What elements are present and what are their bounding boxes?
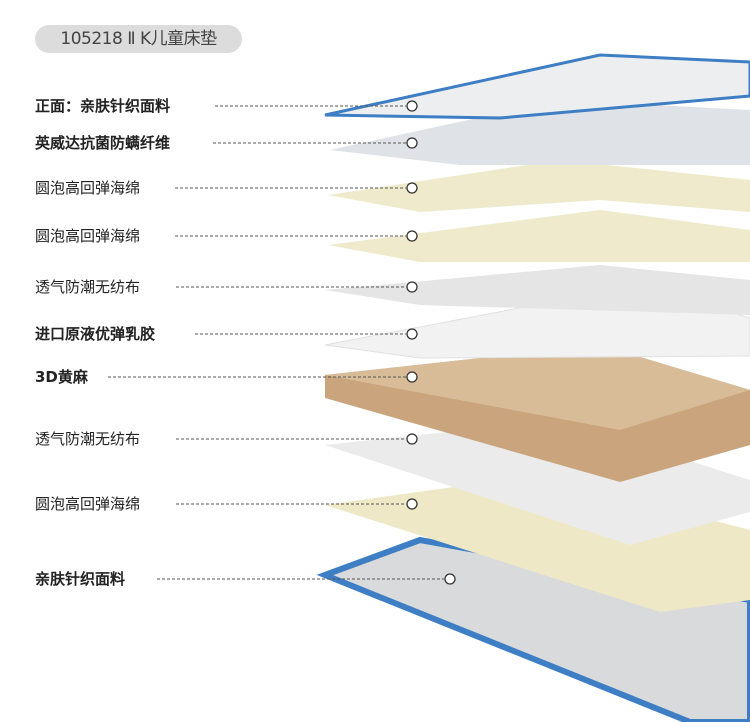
layer-jute-top xyxy=(325,345,750,430)
layer-label: 亲肤针织面料 xyxy=(35,570,126,588)
layer-label: 透气防潮无纺布 xyxy=(35,278,141,296)
leader-lines xyxy=(108,105,444,580)
layer-foam-2 xyxy=(328,210,750,262)
layer-label: 3D黄麻 xyxy=(35,368,88,386)
layer-label: 圆泡高回弹海绵 xyxy=(35,495,141,513)
layer-label: 正面：亲肤针织面料 xyxy=(35,97,171,115)
product-title-badge: 105218 Ⅱ K儿童床垫 xyxy=(35,25,242,53)
layer-label: 圆泡高回弹海绵 xyxy=(35,227,141,245)
layer-label: 英威达抗菌防螨纤维 xyxy=(35,134,171,152)
layer-top-fabric xyxy=(324,53,750,120)
layer-foam-1 xyxy=(328,160,750,212)
layer-label: 透气防潮无纺布 xyxy=(35,430,141,448)
marker-circles xyxy=(406,100,456,585)
layer-fiber xyxy=(330,100,750,165)
layer-label: 圆泡高回弹海绵 xyxy=(35,179,141,197)
layer-nonwoven-1 xyxy=(325,265,750,315)
layer-label: 进口原液优弹乳胶 xyxy=(35,325,156,343)
